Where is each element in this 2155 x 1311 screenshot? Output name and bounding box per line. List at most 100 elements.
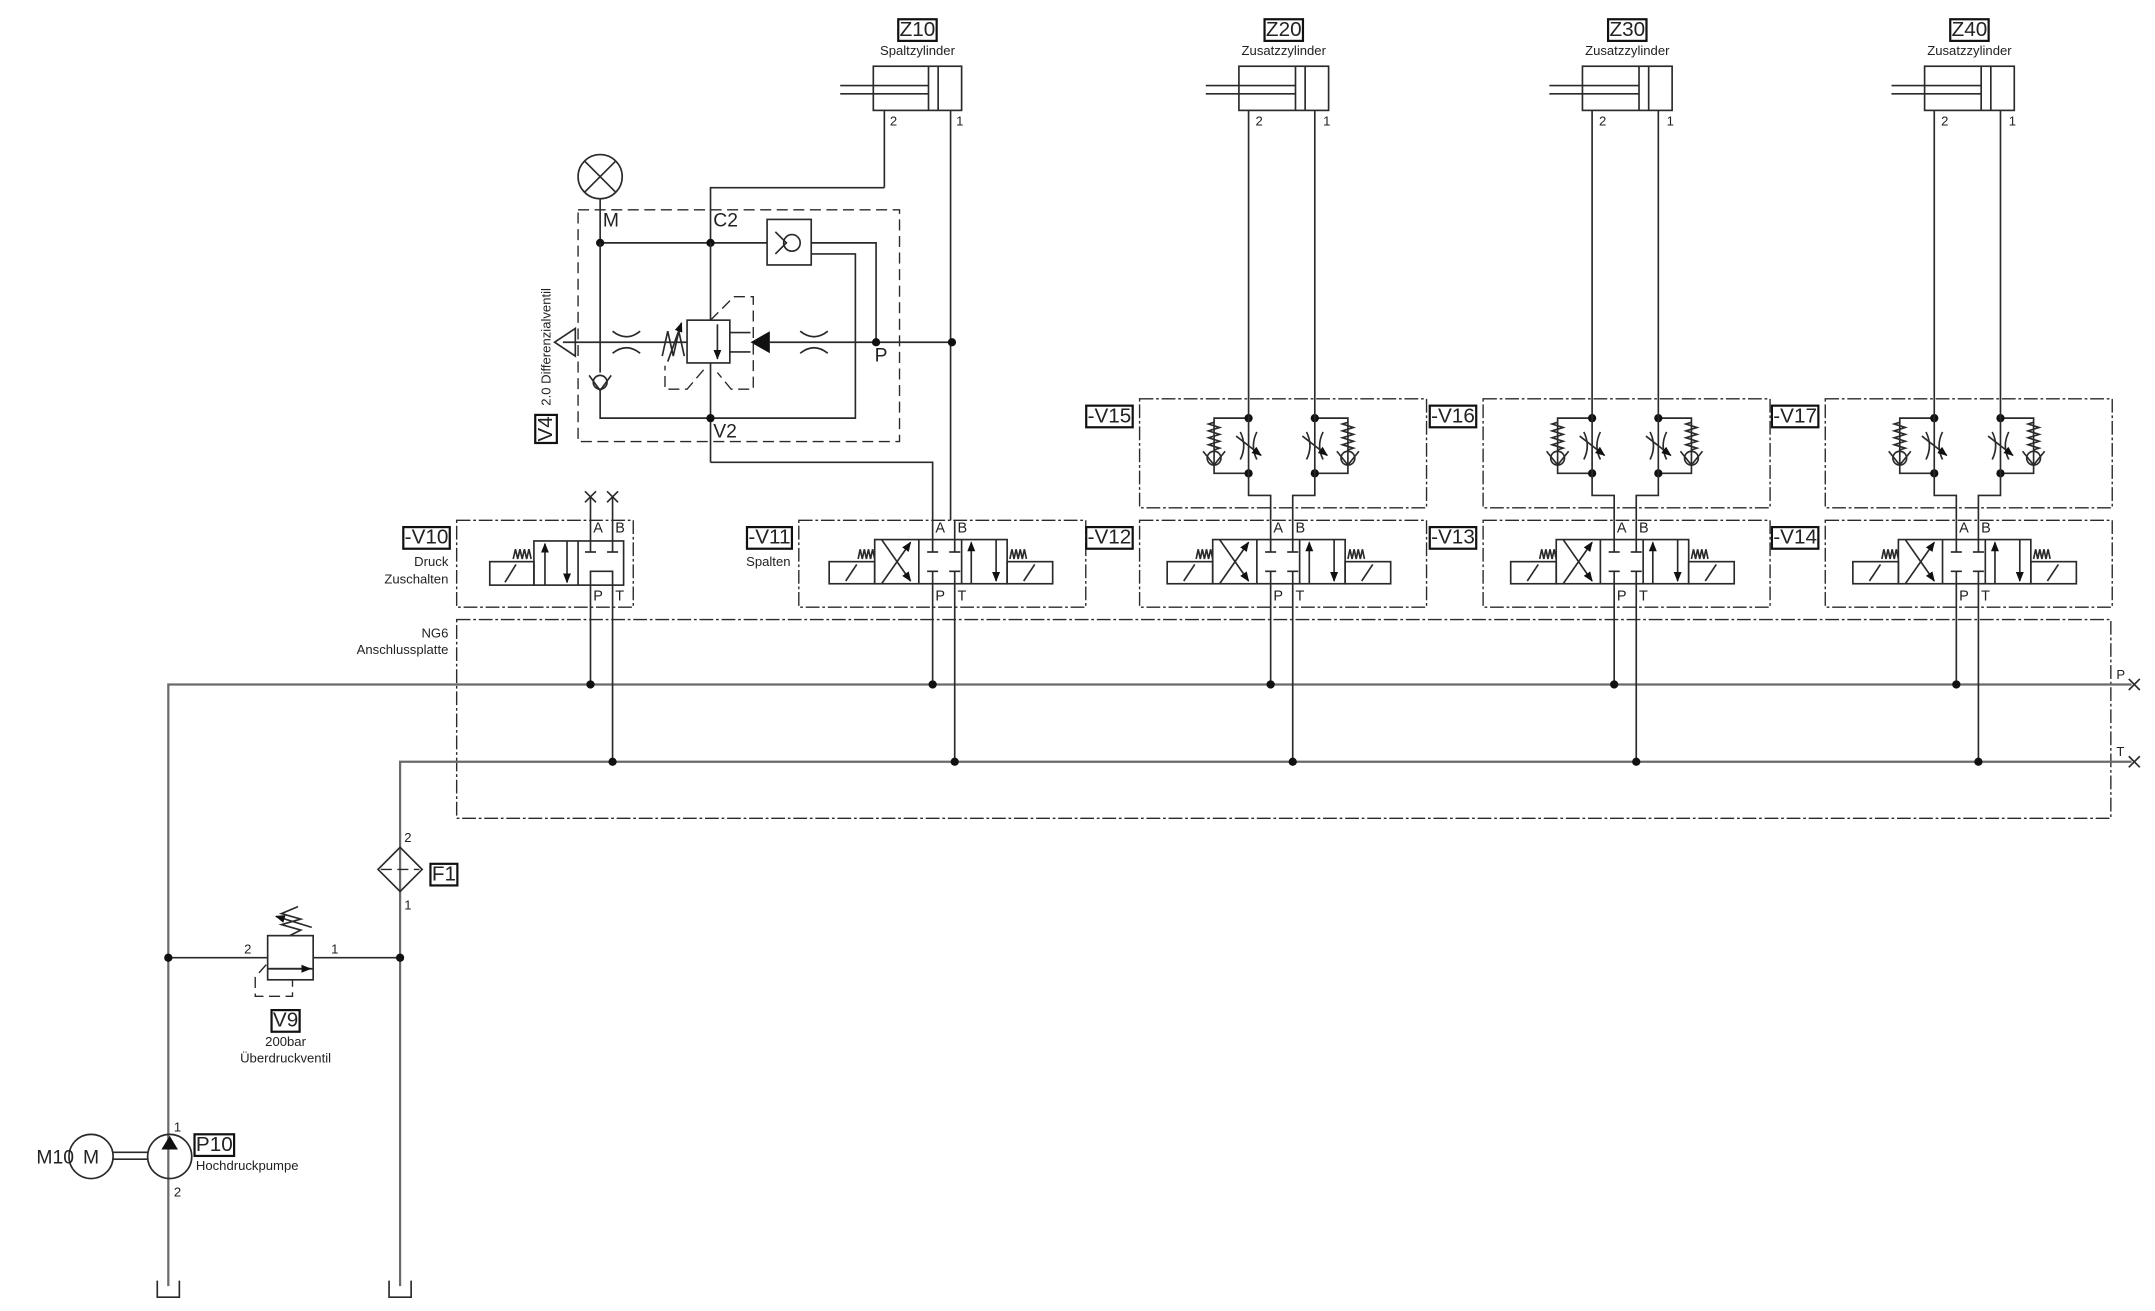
- plug-icon: [2128, 755, 2141, 768]
- orifice-icon: [612, 330, 641, 338]
- valve-boundary: [1138, 398, 1428, 509]
- p-port-label: P: [2116, 667, 2125, 682]
- check-seat-icon: [1202, 450, 1226, 467]
- port-2-label: 2: [1941, 114, 1948, 129]
- port-t-label: T: [1295, 588, 1304, 604]
- pilot-line: [664, 365, 705, 390]
- cylinder-id-label: Z40: [1952, 18, 1988, 41]
- junction-dot: [871, 338, 881, 347]
- symbol-line: [774, 231, 788, 255]
- flow-arrow: [1562, 539, 1593, 582]
- port-1-label: 1: [956, 114, 963, 129]
- port-p-label: P: [1273, 588, 1283, 604]
- port-a-label: A: [1273, 521, 1283, 537]
- junction-dot: [1632, 757, 1641, 766]
- symbol-line: [709, 186, 885, 243]
- valve-description: Spalten: [746, 554, 790, 569]
- symbol-line: [710, 461, 934, 521]
- check-seat-icon: [588, 374, 612, 392]
- id-frame: [1085, 404, 1134, 429]
- id-frame: [534, 413, 558, 445]
- valve-boundary: [798, 519, 1087, 608]
- valve-boundary: [577, 209, 901, 443]
- id-frame: [1263, 18, 1305, 42]
- throttle-icon: [1252, 431, 1258, 460]
- port-1-label: 1: [404, 897, 411, 912]
- check-seat-icon: [1545, 450, 1570, 467]
- valve-boundary: [1824, 398, 2113, 509]
- port-p-label: P: [935, 588, 945, 604]
- relief-name-label: Überdruckventil: [240, 1051, 331, 1066]
- flow-arrow: [1562, 541, 1593, 585]
- spring-icon: [1009, 549, 1028, 560]
- symbol-line: [1635, 110, 1660, 521]
- flow-arrow: [880, 539, 912, 582]
- throttle-icon: [1305, 431, 1311, 460]
- port-c2-label: C2: [713, 210, 738, 231]
- junction-dot: [586, 680, 595, 689]
- port-t-label: T: [615, 588, 624, 604]
- differential-valve-label: V42.0 Differenzialventil: [534, 288, 558, 445]
- flow-arrow: [1218, 539, 1250, 582]
- t-port-label: T: [2116, 744, 2124, 759]
- spring-icon: [1347, 549, 1366, 560]
- pipe: [1526, 563, 1539, 582]
- cylinder-body: [1923, 65, 2016, 112]
- cylinder-id-label: Z20: [1266, 18, 1302, 41]
- throttle-icon: [1991, 431, 1997, 460]
- flow-arrow: [1218, 541, 1250, 585]
- throttle-icon: [1649, 431, 1655, 460]
- port-a-label: A: [593, 521, 603, 537]
- motor-icon: [68, 1133, 114, 1180]
- throttle-icon: [1318, 431, 1324, 460]
- manifold-name-label: Anschlussplatte: [357, 642, 449, 657]
- throttle-icon: [1662, 431, 1668, 460]
- pipe: [1023, 563, 1036, 582]
- orifice-icon: [612, 346, 641, 354]
- port-1-label: 1: [1323, 114, 1330, 129]
- port-2-label: 2: [1255, 114, 1262, 129]
- port-2-label: 2: [174, 1184, 181, 1199]
- relief-setting-label: 200bar: [265, 1034, 306, 1049]
- symbol-line: [1291, 110, 1316, 521]
- junction-dot: [164, 953, 173, 962]
- port-v2-label: V2: [713, 421, 737, 442]
- valve-boundary: [1482, 519, 1771, 608]
- flow-arrow: [666, 321, 683, 362]
- manifold-boundary: [455, 618, 2112, 820]
- pump-name-label: Hochdruckpumpe: [196, 1158, 299, 1173]
- pressure-line-p: [167, 683, 2132, 1287]
- port-b-label: B: [1639, 521, 1649, 537]
- spring-icon: [661, 331, 686, 357]
- valve-boundary: [1824, 519, 2113, 608]
- id-frame: [1949, 18, 1990, 42]
- drain-port-icon: [553, 326, 577, 358]
- junction-dot: [608, 757, 617, 766]
- cylinder-body: [872, 65, 963, 112]
- tank-icon: [156, 1280, 181, 1299]
- orifice-icon: [799, 330, 829, 338]
- spring-icon: [857, 549, 876, 560]
- junction-dot: [1610, 680, 1619, 689]
- spring-icon: [1683, 421, 1700, 451]
- valve-boundary: [1482, 398, 1771, 509]
- pilot-triangle-icon: [750, 331, 770, 354]
- orifice-icon: [799, 346, 829, 354]
- junction-dot: [1288, 757, 1297, 766]
- junction-dot: [928, 680, 937, 689]
- spring-icon: [1881, 549, 1900, 560]
- pump-direction-icon: [161, 1135, 178, 1150]
- valve-body: [1897, 538, 2032, 585]
- symbol-line: [1933, 110, 1958, 521]
- pump-icon: [146, 1133, 193, 1180]
- port-1-label: 1: [1667, 114, 1674, 129]
- junction-dot: [950, 757, 959, 766]
- p-t-connection: [589, 570, 614, 762]
- flow-arrow: [1904, 541, 1935, 585]
- throttle-icon: [1925, 431, 1931, 460]
